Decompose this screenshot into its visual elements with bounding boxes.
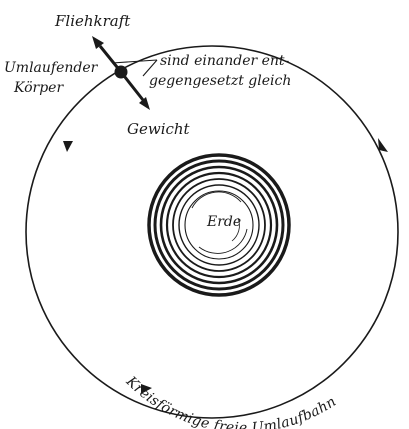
orbit-arrow-left <box>63 141 73 152</box>
orbiting-body-label-line1: Umlaufender <box>4 60 99 76</box>
centrifugal-force-label: Fliehkraft <box>54 12 131 30</box>
weight-label: Gewicht <box>127 120 191 138</box>
orbiting-body <box>115 66 128 79</box>
orbit-arrow-right <box>378 138 388 152</box>
orbiting-body-label-line2: Körper <box>13 80 64 96</box>
earth-label: Erde <box>206 214 241 230</box>
orbit-circle <box>26 46 398 418</box>
equal-opposite-label-line2: gegengesetzt gleich <box>149 73 291 89</box>
orbit-label: Kreisförmige freie Umlaufbahn <box>122 373 339 429</box>
equal-opposite-label-line1: sind einander ent- <box>160 53 290 69</box>
orbit-label-text: Kreisförmige freie Umlaufbahn <box>122 373 339 429</box>
